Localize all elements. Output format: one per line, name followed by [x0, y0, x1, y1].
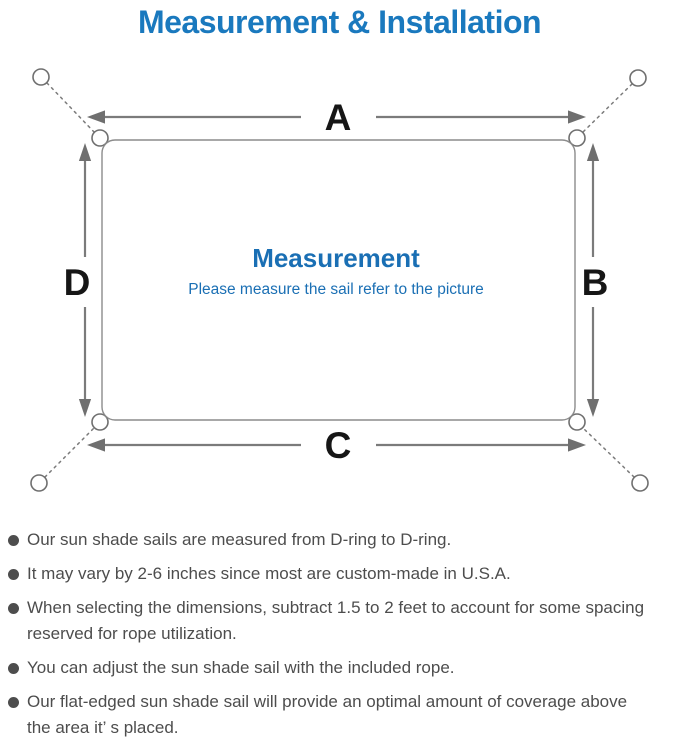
- notes-list: Our sun shade sails are measured from D-…: [0, 527, 679, 749]
- tie-line-top-right: [582, 83, 633, 133]
- dim-arrow-bottom: [87, 438, 586, 452]
- dim-arrow-right: [586, 143, 600, 417]
- arrowhead-up-icon: [586, 143, 600, 161]
- page-title: Measurement & Installation: [137, 4, 542, 40]
- anchor-point-icon-bottom-right: [631, 474, 649, 492]
- note-text: You can adjust the sun shade sail with t…: [27, 658, 455, 677]
- note-item: You can adjust the sun shade sail with t…: [0, 655, 679, 681]
- note-item: Our sun shade sails are measured from D-…: [0, 527, 679, 553]
- dim-label-b: B: [582, 262, 609, 303]
- bullet-icon: [8, 602, 19, 614]
- bullet-icon: [8, 534, 19, 546]
- note-item: It may vary by 2-6 inches since most are…: [0, 561, 679, 587]
- dim-label-d: D: [64, 262, 91, 303]
- diagram-center-title: Measurement: [252, 243, 420, 273]
- arrowhead-right-icon: [568, 110, 586, 124]
- tie-line-top-left: [46, 82, 96, 134]
- diagram-center-subtitle: Please measure the sail refer to the pic…: [188, 281, 484, 298]
- anchor-point-icon-bottom-left: [30, 474, 48, 492]
- anchor-point-icon-top-left: [32, 68, 50, 86]
- anchor-point-icon-top-right: [629, 69, 647, 87]
- note-text: Our flat-edged sun shade sail will provi…: [27, 692, 628, 711]
- note-text: reserved for rope utilization.: [27, 624, 237, 643]
- sail-outline: [101, 139, 576, 421]
- tie-line-bottom-left: [44, 427, 95, 478]
- arrowhead-up-icon: [78, 143, 92, 161]
- measurement-diagram-canvas: A C D B Measurement Please measure the s…: [30, 68, 649, 492]
- note-text: Our sun shade sails are measured from D-…: [27, 530, 452, 549]
- bullet-icon: [8, 696, 19, 708]
- dring-icon-top-left: [91, 129, 109, 147]
- dring-icon-bottom-right: [568, 413, 586, 431]
- arrowhead-left-icon: [87, 438, 105, 452]
- note-text: It may vary by 2-6 inches since most are…: [27, 564, 511, 583]
- bullet-icon: [8, 568, 19, 580]
- arrowhead-left-icon: [87, 110, 105, 124]
- arrowhead-right-icon: [568, 438, 586, 452]
- tie-line-bottom-right: [582, 427, 635, 478]
- note-item: When selecting the dimensions, subtract …: [0, 595, 679, 647]
- note-text: When selecting the dimensions, subtract …: [27, 598, 645, 617]
- arrowhead-down-icon: [586, 399, 600, 417]
- dim-label-a: A: [325, 97, 352, 138]
- dim-arrow-top: [87, 110, 586, 124]
- note-item: Our flat-edged sun shade sail will provi…: [0, 689, 679, 741]
- bullet-icon: [8, 662, 19, 674]
- dring-icon-top-right: [568, 129, 586, 147]
- measurement-diagram: A C D B Measurement Please measure the s…: [0, 55, 679, 515]
- dim-arrow-left: [78, 143, 92, 417]
- arrowhead-down-icon: [78, 399, 92, 417]
- dim-label-c: C: [325, 425, 352, 466]
- dring-icon-bottom-left: [91, 413, 109, 431]
- note-text: the area it’ s placed.: [27, 718, 179, 737]
